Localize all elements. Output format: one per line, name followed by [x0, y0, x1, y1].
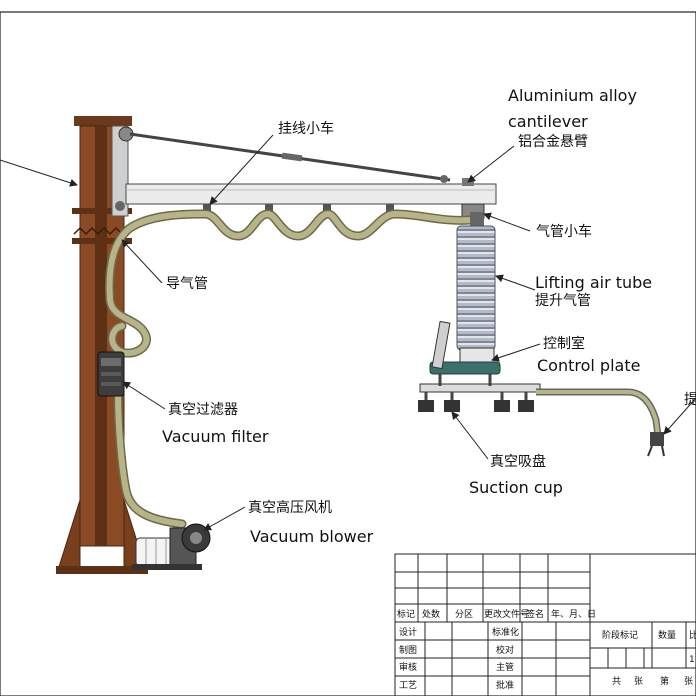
- tb-pizhun: 批准: [496, 679, 514, 691]
- tb-biaozhunhua: 标准化: [492, 626, 519, 638]
- label-lifting-air-tube: Lifting air tube: [535, 273, 652, 292]
- label-lifting-air-tube-zh: 提升气管: [535, 293, 591, 309]
- label-control-room-zh: 控制室: [543, 335, 585, 352]
- label-vacuum-blower: Vacuum blower: [250, 527, 374, 546]
- label-suction-cup: Suction cup: [469, 478, 563, 497]
- control-plate: [419, 320, 541, 393]
- arm-bracket: [111, 125, 134, 217]
- tb-biaoji: 标记: [397, 608, 415, 620]
- tb-bili: 比: [689, 629, 696, 641]
- label-vacuum-blower-zh: 真空高压风机: [248, 499, 332, 516]
- vacuum-filter: [97, 351, 125, 397]
- label-handle-partial: 提: [684, 392, 696, 408]
- tb-gengai: 更改文件号: [484, 608, 529, 620]
- tb-chushu: 处数: [422, 608, 440, 620]
- tb-fenqu: 分区: [455, 609, 473, 620]
- label-aluminium-alloy: Aluminium alloy: [508, 86, 637, 105]
- tb-zhang1: 张: [634, 676, 643, 687]
- tb-shenhe: 审核: [399, 661, 417, 673]
- tie-rod: [129, 132, 451, 183]
- aluminium-cantilever-arm: [125, 178, 497, 205]
- label-vacuum-filter: Vacuum filter: [162, 427, 269, 446]
- label-vacuum-filter-zh: 真空过滤器: [168, 402, 238, 418]
- tb-nianyueri: 年、月、日: [551, 608, 596, 620]
- label-guide-tube-zh: 导气管: [166, 276, 208, 292]
- label-cantilever: cantilever: [508, 112, 588, 131]
- tb-gong: 共: [612, 676, 621, 687]
- tb-zhang2: 张: [684, 676, 693, 687]
- tb-jieduan: 阶段标记: [602, 629, 638, 641]
- tb-one: 1: [689, 655, 695, 665]
- tb-zhuguan: 主管: [496, 661, 514, 673]
- drawing-frame: [0, 11, 696, 696]
- handle-arm: [536, 388, 665, 457]
- title-block: [394, 553, 696, 696]
- tb-gongyi: 工艺: [399, 680, 417, 691]
- tb-qianming: 签名: [526, 608, 544, 620]
- label-air-tube-trolley-zh: 气管小车: [536, 223, 592, 240]
- air-guide-hose: [105, 209, 475, 529]
- label-suction-cup-zh: 真空吸盘: [490, 453, 546, 470]
- label-trolley-zh: 挂线小车: [278, 120, 334, 137]
- tb-sheji: 设计: [399, 626, 417, 638]
- tb-shuliang: 数量: [658, 629, 676, 641]
- tb-zhitu: 制图: [399, 644, 417, 656]
- label-cantilever-zh: 铝合金悬臂: [518, 134, 588, 150]
- label-control-plate: Control plate: [537, 356, 640, 375]
- leader-lines: [0, 134, 696, 531]
- suction-cups: [418, 392, 534, 412]
- vacuum-blower: [132, 523, 211, 570]
- tb-di: 第: [660, 675, 669, 687]
- tb-jiaodui: 校对: [496, 644, 514, 656]
- lifting-air-tube: [456, 212, 496, 351]
